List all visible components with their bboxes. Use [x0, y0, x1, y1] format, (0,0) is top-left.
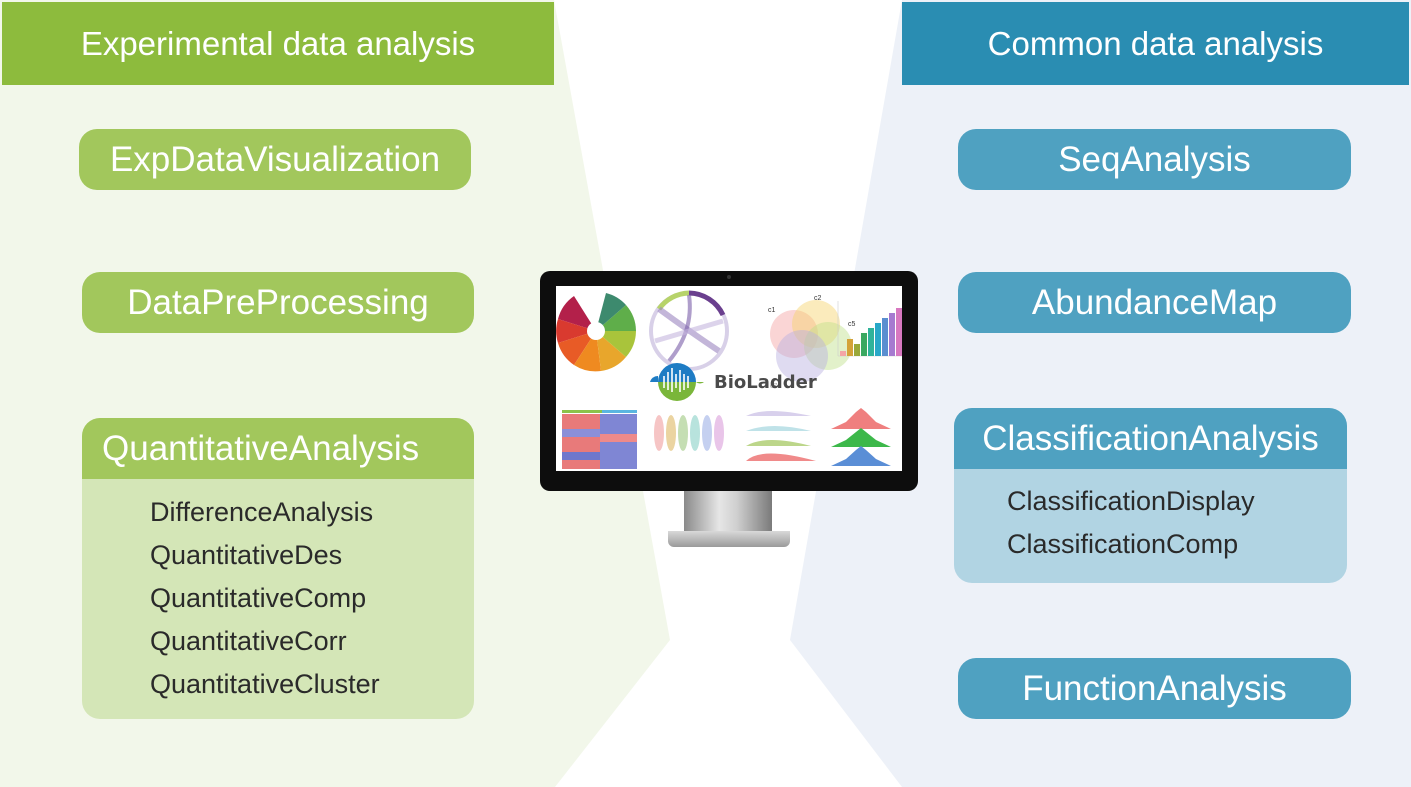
quantitative-analysis-list: DifferenceAnalysis QuantitativeDes Quant… — [82, 479, 474, 706]
venn-label-c5: c5 — [848, 321, 856, 328]
monitor-screen: c1 c2 c5 c7 — [556, 286, 902, 471]
quantitative-corr-item[interactable]: QuantitativeCorr — [150, 626, 347, 656]
venn-label-c1: c1 — [768, 307, 776, 314]
monitor-stand-base — [668, 531, 790, 547]
heatmap-thumbnail — [562, 410, 637, 469]
histogram-thumbnail — [831, 408, 891, 466]
monitor: c1 c2 c5 c7 — [540, 271, 918, 491]
ridgeline-plot-thumbnail — [746, 411, 816, 461]
chord-diagram-thumbnail — [649, 290, 729, 371]
rose-chart-thumbnail — [556, 293, 636, 372]
venn-label-c7: c7 — [770, 383, 778, 390]
experimental-header: Experimental data analysis — [2, 2, 554, 85]
seq-analysis-button[interactable]: SeqAnalysis — [958, 129, 1351, 190]
violin-plot-thumbnail — [654, 415, 724, 451]
classification-analysis-button[interactable]: ClassificationAnalysis — [954, 408, 1347, 469]
function-analysis-button[interactable]: FunctionAnalysis — [958, 658, 1351, 719]
venn-diagram-thumbnail: c1 c2 c5 c7 — [768, 295, 856, 390]
classification-comp-item[interactable]: ClassificationComp — [1007, 529, 1239, 559]
monitor-camera — [727, 275, 731, 279]
venn-label-c2: c2 — [814, 295, 822, 302]
classification-analysis-group: ClassificationAnalysis ClassificationDis… — [954, 408, 1347, 583]
common-header: Common data analysis — [902, 2, 1409, 85]
common-panel — [790, 0, 1411, 787]
classification-display-item[interactable]: ClassificationDisplay — [1007, 486, 1255, 516]
quantitative-des-item[interactable]: QuantitativeDes — [150, 540, 343, 570]
quantitative-comp-item[interactable]: QuantitativeComp — [150, 583, 367, 613]
bioladder-brand-name: BioLadder — [714, 371, 817, 393]
data-preprocessing-button[interactable]: DataPreProcessing — [82, 272, 474, 333]
bioladder-logo: BioLadder — [648, 362, 817, 402]
quantitative-analysis-button[interactable]: QuantitativeAnalysis — [82, 418, 474, 479]
chart-thumbnails: c1 c2 c5 c7 — [556, 290, 902, 469]
bioladder-logo-icon — [650, 363, 704, 401]
bar-chart-thumbnail — [837, 301, 902, 357]
monitor-stand-neck — [684, 491, 772, 533]
quantitative-cluster-item[interactable]: QuantitativeCluster — [150, 669, 380, 699]
exp-data-visualization-button[interactable]: ExpDataVisualization — [79, 129, 471, 190]
abundance-map-button[interactable]: AbundanceMap — [958, 272, 1351, 333]
difference-analysis-item[interactable]: DifferenceAnalysis — [150, 497, 374, 527]
classification-analysis-list: ClassificationDisplay ClassificationComp — [954, 469, 1347, 566]
quantitative-analysis-group: QuantitativeAnalysis DifferenceAnalysis … — [82, 418, 474, 719]
